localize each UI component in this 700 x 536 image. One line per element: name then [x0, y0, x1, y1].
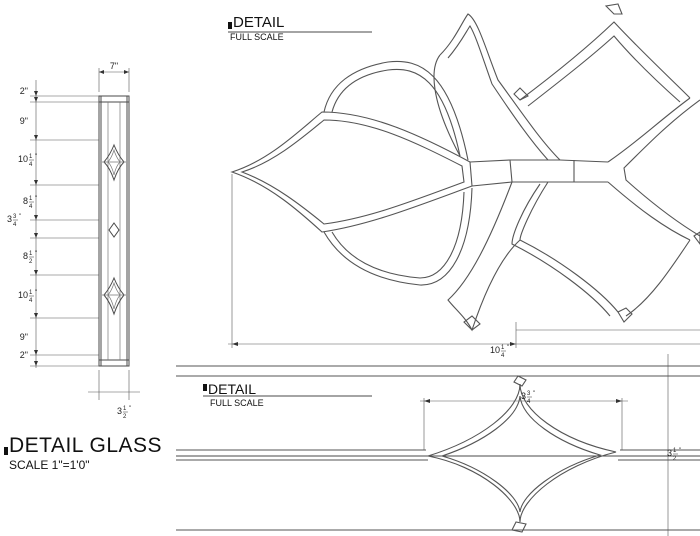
elevation-arrow	[34, 350, 38, 355]
panel-outline	[98, 95, 130, 367]
elevation-dim-0-whole: 2"	[20, 86, 28, 96]
elevation-dim-7: 9"	[20, 332, 28, 342]
elevation-bottom-width-inch: "	[129, 406, 131, 412]
elevation-arrow	[34, 97, 38, 102]
elevation-dim-2-inch: "	[35, 154, 37, 160]
elevation-dim-4-inch: "	[19, 214, 21, 220]
elevation-arrow	[34, 313, 38, 318]
elevation-bottom-width-num: 1	[123, 406, 127, 412]
detail-glass-subtitle: SCALE 1"=1'0"	[9, 458, 90, 472]
elevation-dim-3-den: 4	[29, 204, 33, 210]
flower-dim-label-whole: 10	[490, 345, 500, 355]
elevation-dim-2-den: 4	[29, 162, 33, 168]
elevation-dim-7-whole: 9"	[20, 332, 28, 342]
elevation-dim-3-num: 1	[29, 196, 33, 202]
elevation-dim-5-num: 1	[29, 251, 33, 257]
detail-top-subtitle: FULL SCALE	[230, 32, 284, 42]
detail-top-title: DETAIL	[233, 14, 285, 31]
upper-ornament	[102, 143, 126, 182]
elevation-arrow	[34, 135, 38, 140]
elevation-dim-6-num: 1	[29, 290, 33, 296]
flower-dimension	[228, 174, 700, 348]
elevation-dim-3-inch: "	[35, 196, 37, 202]
elevation-dim-5-whole: 8	[23, 251, 28, 261]
lower-ornament	[102, 276, 126, 316]
diamond-height-label-whole: 3	[667, 448, 672, 458]
elevation-dim-0: 2"	[20, 86, 28, 96]
panel-inner	[100, 95, 128, 367]
elevation-dim-8: 2"	[20, 350, 28, 360]
detail-glass-title: DETAIL GLASS	[9, 434, 163, 457]
diamond-height-label-inch: "	[679, 448, 681, 454]
elevation-dim-6-den: 4	[29, 298, 33, 304]
elevation-dim-4-whole: 3	[7, 214, 12, 224]
elevation-dim-5-inch: "	[35, 251, 37, 257]
diamond-width-label-whole: 3	[521, 391, 526, 401]
elevation-arrow	[34, 361, 38, 366]
diamond-height-label-num: 1	[673, 448, 677, 454]
flower-dim-label-den: 4	[501, 353, 505, 359]
flower-dim-label-inch: "	[507, 345, 509, 351]
detail-bottom-marker	[203, 384, 207, 391]
elevation-arrow	[34, 270, 38, 275]
diamond-detail	[176, 354, 700, 536]
elevation-arrow	[34, 215, 38, 220]
diamond-width-label-num: 3	[527, 391, 531, 397]
elevation-dim-2-whole: 10	[18, 154, 28, 164]
diamond-height-label-den: 2	[673, 456, 677, 462]
detail-top-marker	[228, 22, 232, 29]
elevation-dim-1: 9"	[20, 116, 28, 126]
elevation-bottom-width-den: 2	[123, 414, 127, 420]
diamond-width-label-inch: "	[533, 391, 535, 397]
flower-dim-label-num: 1	[501, 345, 505, 351]
flower-detail	[230, 3, 700, 332]
elevation-arrow	[34, 233, 38, 238]
elevation-bottom-width-whole: 3	[117, 406, 122, 416]
elevation-dim-1-whole: 9"	[20, 116, 28, 126]
glass-elevation	[30, 68, 140, 400]
middle-diamond	[108, 222, 120, 238]
elevation-dim-4-num: 3	[13, 214, 17, 220]
detail-bottom-title: DETAIL	[208, 381, 256, 397]
elevation-dim-4-den: 4	[13, 222, 17, 228]
elevation-dim-5-den: 2	[29, 259, 33, 265]
detail-glass-marker	[4, 447, 8, 455]
elevation-arrow	[34, 91, 38, 96]
elevation-dim-8-whole: 2"	[20, 350, 28, 360]
elevation-arrow	[34, 180, 38, 185]
diamond-width-label-den: 4	[527, 399, 531, 405]
elevation-dim-3-whole: 8	[23, 196, 28, 206]
elevation-dim-6-whole: 10	[18, 290, 28, 300]
elevation-dim-6-inch: "	[35, 290, 37, 296]
detail-bottom-subtitle: FULL SCALE	[210, 398, 264, 408]
elevation-dim-2-num: 1	[29, 154, 33, 160]
elevation-width-label: 7"	[110, 61, 118, 71]
